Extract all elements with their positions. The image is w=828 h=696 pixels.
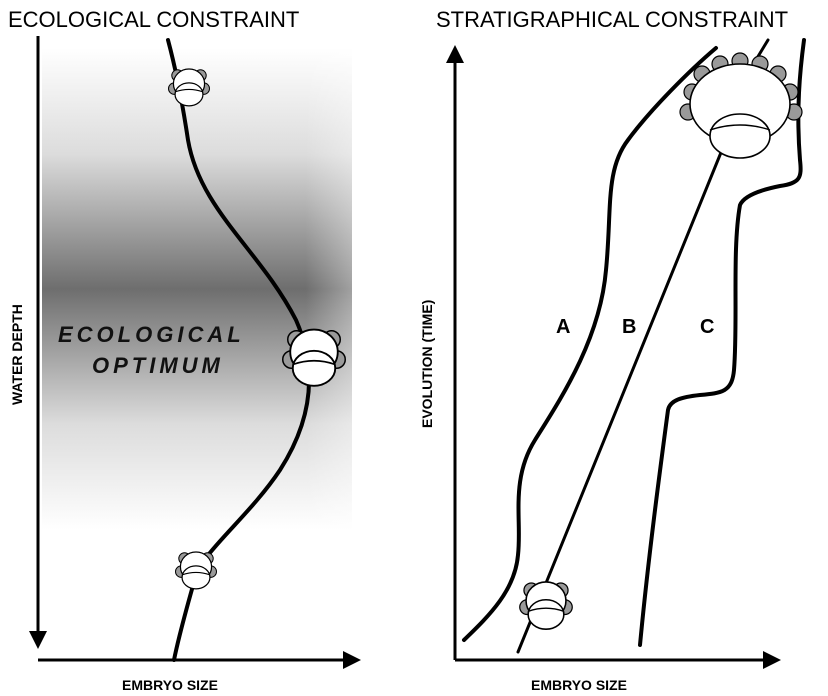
embryo-icon-bottom-right [518, 581, 574, 630]
left-y-axis-label: WATER DEPTH [9, 304, 25, 405]
right-x-axis-label: EMBRYO SIZE [531, 677, 627, 693]
left-panel: ECOLOGICAL CONSTRAINT ECOLOGICAL OPTIMUM… [8, 7, 361, 693]
ecological-optimum-label-line1: ECOLOGICAL [58, 322, 245, 347]
ecological-optimum-label-line2: OPTIMUM [92, 353, 224, 378]
curve-c-label: C [700, 316, 714, 338]
curve-b-label: B [622, 316, 636, 338]
right-panel: STRATIGRAPHICAL CONSTRAINT EVOLUTION (TI… [419, 7, 806, 693]
curve-a-label: A [556, 316, 570, 338]
embryo-icon-bottom [174, 551, 218, 590]
embryo-icon-large [679, 52, 803, 159]
curve-c [638, 38, 806, 647]
curve-a [462, 46, 718, 642]
right-y-axis-label: EVOLUTION (TIME) [419, 300, 435, 428]
left-panel-title: ECOLOGICAL CONSTRAINT [8, 7, 299, 32]
right-panel-title: STRATIGRAPHICAL CONSTRAINT [436, 7, 788, 32]
left-x-axis-label: EMBRYO SIZE [122, 677, 218, 693]
